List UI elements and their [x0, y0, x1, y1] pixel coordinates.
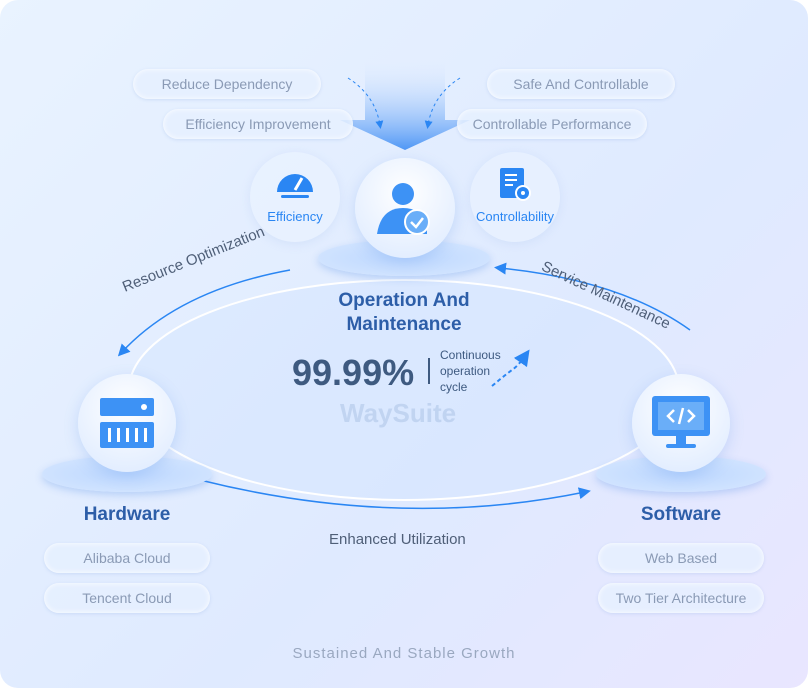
pill-reduce-dependency: Reduce Dependency: [133, 69, 321, 99]
pill-controllable-performance: Controllable Performance: [457, 109, 647, 139]
controllability-badge: Controllability: [470, 152, 560, 242]
title-line1: Operation And: [338, 290, 470, 311]
hardware-title: Hardware: [83, 504, 171, 525]
arc-label-utilization: Enhanced Utilization: [329, 531, 466, 548]
document-settings-icon: [500, 168, 531, 201]
hardware-item: Tencent Cloud: [44, 583, 210, 613]
uptime-caption: Continuous operation cycle: [440, 347, 501, 395]
caption-line: cycle: [440, 380, 468, 394]
growth-arrow-icon: [491, 349, 530, 387]
efficiency-label: Efficiency: [267, 209, 323, 224]
footer-caption: Sustained And Stable Growth: [292, 645, 516, 662]
gauge-icon: [277, 174, 313, 198]
divider: [428, 358, 430, 384]
operation-node: [355, 158, 455, 258]
efficiency-badge: Efficiency: [250, 152, 340, 242]
software-item: Two Tier Architecture: [598, 583, 764, 613]
funnel-arrow: [340, 60, 470, 150]
user-check-icon: [377, 183, 430, 235]
arc-arrow-left: [117, 269, 291, 357]
caption-line: operation: [440, 364, 491, 378]
software-node: [632, 374, 730, 472]
hardware-item: Alibaba Cloud: [44, 543, 210, 573]
pill-safe-controllable: Safe And Controllable: [487, 69, 675, 99]
hardware-node: [78, 374, 176, 472]
caption-line: Continuous: [440, 348, 501, 362]
software-title: Software: [640, 504, 722, 525]
arc-arrow-right: [494, 262, 691, 331]
arc-arrow-bottom: [199, 479, 591, 510]
software-item: Web Based: [598, 543, 764, 573]
server-icon: [100, 398, 154, 448]
watermark-logo: WaySuite: [340, 398, 457, 428]
pill-efficiency-improvement: Efficiency Improvement: [163, 109, 353, 139]
uptime-value: 99.99%: [292, 352, 415, 393]
code-monitor-icon: [652, 396, 710, 448]
title-line2: Maintenance: [346, 314, 462, 335]
controllability-label: Controllability: [475, 209, 555, 224]
